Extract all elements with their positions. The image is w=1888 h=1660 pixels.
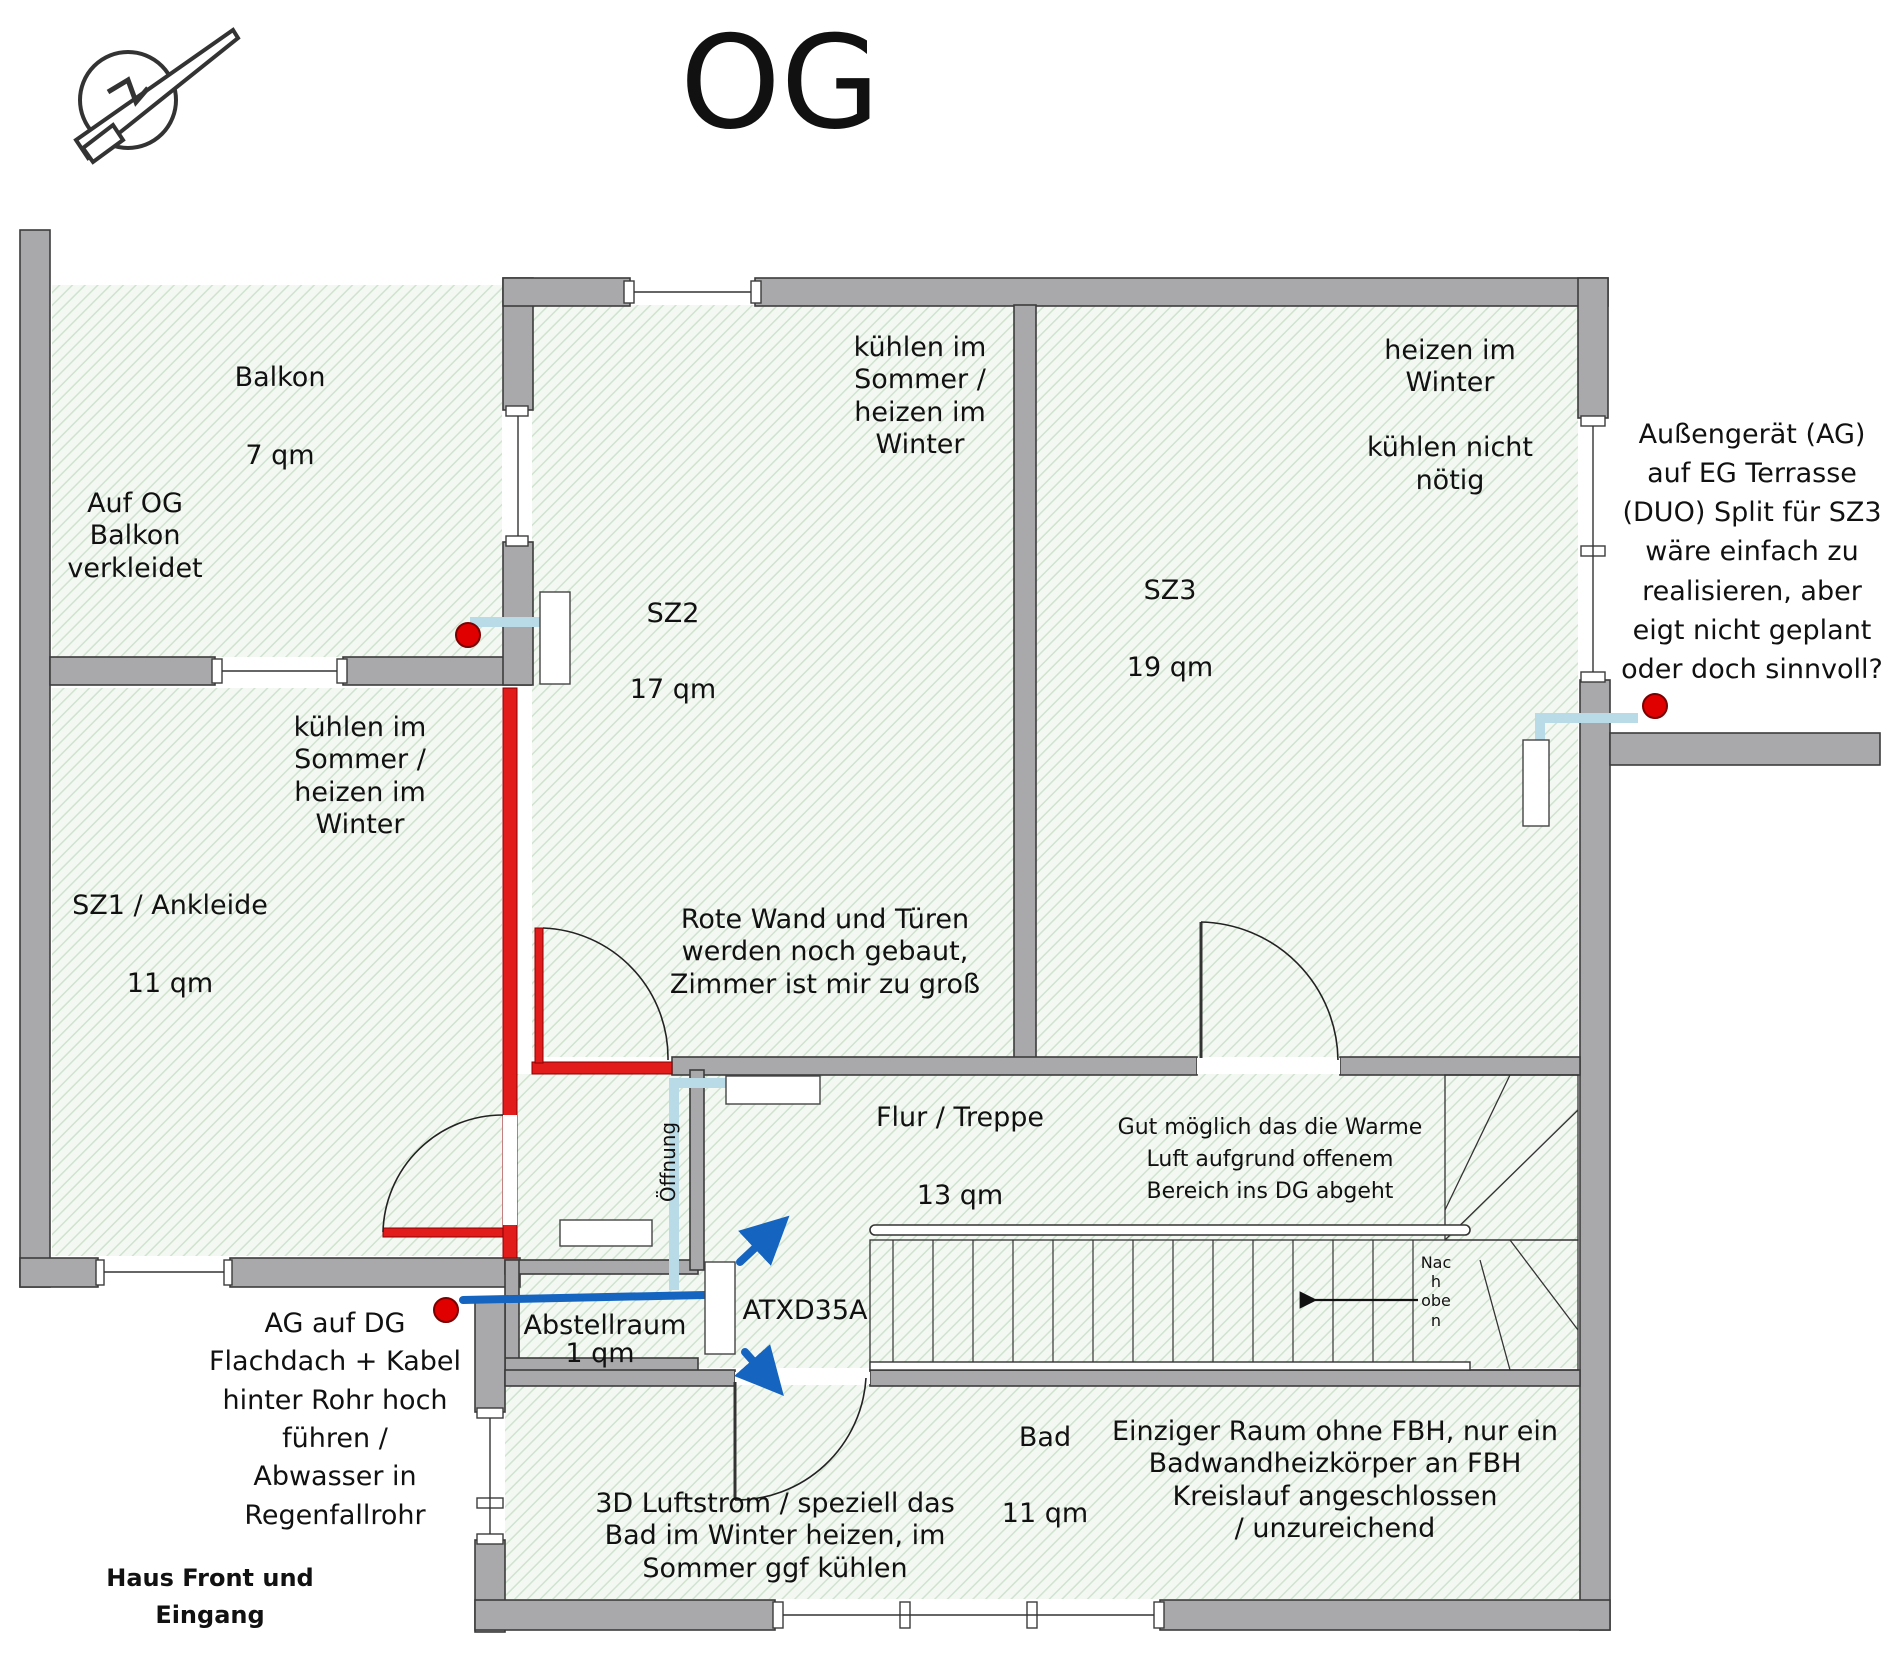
- bad-area: 11 qm: [1001, 1498, 1089, 1529]
- unit-model-label: ATXD35A: [742, 1295, 868, 1326]
- refrigerant-pipes: [459, 617, 1638, 1304]
- bad-note: Einziger Raum ohne FBH, nur ein Badwandh…: [1111, 1416, 1559, 1545]
- windows: [95, 280, 1606, 1629]
- sz3-area: 19 qm: [1126, 652, 1214, 683]
- abstellraum-name: Abstellraum: [523, 1310, 687, 1341]
- balkon-note: Auf OG Balkon verkleidet: [67, 488, 203, 584]
- outdoor-unit-dg-note: AG auf DG Flachdach + Kabel hinter Rohr …: [209, 1308, 461, 1531]
- airflow-note: 3D Luftstrom / speziell das Bad im Winte…: [595, 1488, 955, 1584]
- indoor-unit-flur: [725, 1075, 821, 1105]
- compass-north-icon: [73, 27, 241, 165]
- staircase: [869, 1074, 1579, 1371]
- sz1-name: SZ1 / Ankleide: [72, 890, 268, 921]
- sz2-area: 17 qm: [629, 674, 717, 705]
- marker-sz2: [455, 622, 481, 648]
- bad-name: Bad: [1018, 1422, 1072, 1453]
- airflow-arrows: [734, 1215, 790, 1396]
- sz3-note: heizen im Winter kühlen nicht nötig: [1367, 335, 1533, 496]
- balkon-name: Balkon: [234, 362, 326, 393]
- outdoor-unit-markers: [433, 622, 1668, 1323]
- sz2-note: kühlen im Sommer / heizen im Winter: [853, 332, 987, 461]
- flur-area: 13 qm: [916, 1180, 1004, 1211]
- indoor-unit-sz2: [539, 591, 571, 685]
- indoor-unit-sz3: [1522, 739, 1550, 827]
- flur-note: Gut möglich das die Warme Luft aufgrund …: [1117, 1115, 1423, 1204]
- indoor-unit-abstellraum: [559, 1219, 653, 1247]
- balkon-area: 7 qm: [245, 440, 315, 471]
- outdoor-unit-sz3-note: Außengerät (AG) auf EG Terrasse (DUO) Sp…: [1621, 419, 1883, 685]
- sz2-name: SZ2: [646, 598, 700, 629]
- indoor-units: [539, 591, 1550, 1355]
- sz1-area: 11 qm: [126, 968, 214, 999]
- sz3-name: SZ3: [1143, 575, 1197, 606]
- stairs-up-label: Nac h obe n: [1420, 1253, 1452, 1330]
- page-title: OG: [680, 9, 880, 158]
- planned-red-wall: [382, 687, 673, 1259]
- indoor-unit-atxd35a: [704, 1261, 736, 1355]
- sz1-note: kühlen im Sommer / heizen im Winter: [293, 712, 427, 841]
- red-wall-note: Rote Wand und Türen werden noch gebaut, …: [669, 904, 981, 1000]
- front-label: Haus Front und Eingang: [106, 1564, 314, 1630]
- room-floors: [52, 285, 1582, 1599]
- abstellraum-area: 1 qm: [565, 1338, 635, 1369]
- flur-name: Flur / Treppe: [875, 1102, 1045, 1133]
- marker-sz3: [1642, 693, 1668, 719]
- marker-dg: [433, 1297, 459, 1323]
- opening-label: Öffnung: [656, 1121, 680, 1203]
